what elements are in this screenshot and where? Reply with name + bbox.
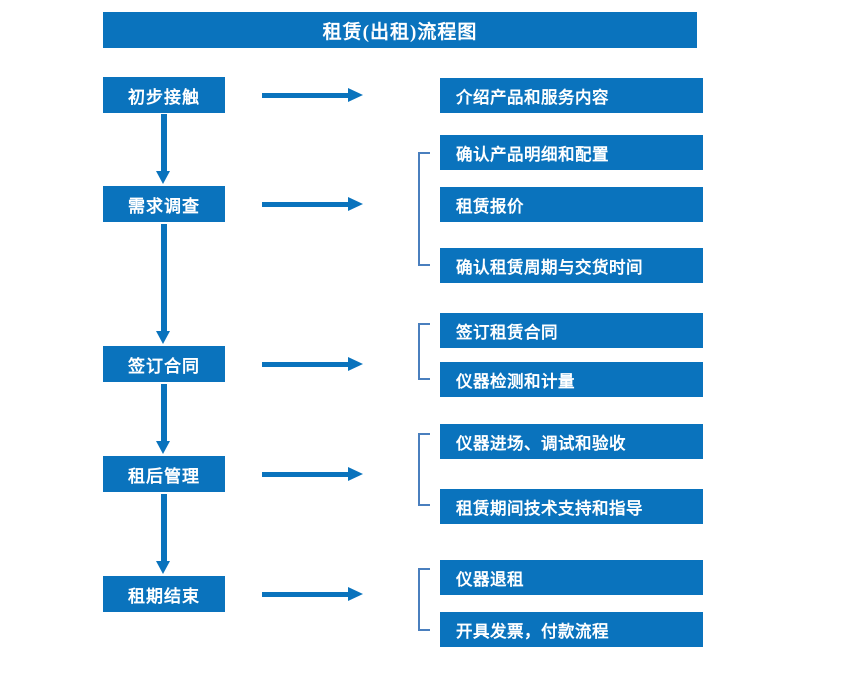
- detail-box-5[interactable]: 签订租赁合同: [440, 313, 703, 348]
- detail-box-6[interactable]: 仪器检测和计量: [440, 362, 703, 397]
- vertical-arrow-3-to-4: [156, 384, 171, 454]
- diagram-title: 租赁(出租)流程图: [103, 12, 697, 48]
- detail-box-2[interactable]: 确认产品明细和配置: [440, 135, 703, 170]
- detail-box-3[interactable]: 租赁报价: [440, 187, 703, 222]
- vertical-arrow-4-to-5: [156, 494, 171, 574]
- horizontal-arrow-3: [262, 357, 363, 371]
- stage-box-5[interactable]: 租期结束: [103, 576, 225, 612]
- stage-box-1[interactable]: 初步接触: [103, 77, 225, 113]
- horizontal-arrow-1: [262, 88, 363, 102]
- horizontal-arrow-4: [262, 467, 363, 481]
- horizontal-arrow-2: [262, 197, 363, 211]
- vertical-arrow-2-to-3: [156, 224, 171, 344]
- group-bracket-3: [418, 323, 430, 380]
- vertical-arrow-1-to-2: [156, 114, 171, 184]
- detail-box-1[interactable]: 介绍产品和服务内容: [440, 78, 703, 113]
- horizontal-arrow-5: [262, 587, 363, 601]
- detail-box-10[interactable]: 开具发票，付款流程: [440, 612, 703, 647]
- group-bracket-4: [418, 433, 430, 506]
- detail-box-7[interactable]: 仪器进场、调试和验收: [440, 424, 703, 459]
- stage-box-4[interactable]: 租后管理: [103, 456, 225, 492]
- group-bracket-5: [418, 568, 430, 631]
- detail-box-9[interactable]: 仪器退租: [440, 560, 703, 595]
- detail-box-4[interactable]: 确认租赁周期与交货时间: [440, 248, 703, 283]
- group-bracket-2: [418, 152, 430, 266]
- stage-box-3[interactable]: 签订合同: [103, 346, 225, 382]
- stage-box-2[interactable]: 需求调查: [103, 186, 225, 222]
- detail-box-8[interactable]: 租赁期间技术支持和指导: [440, 489, 703, 524]
